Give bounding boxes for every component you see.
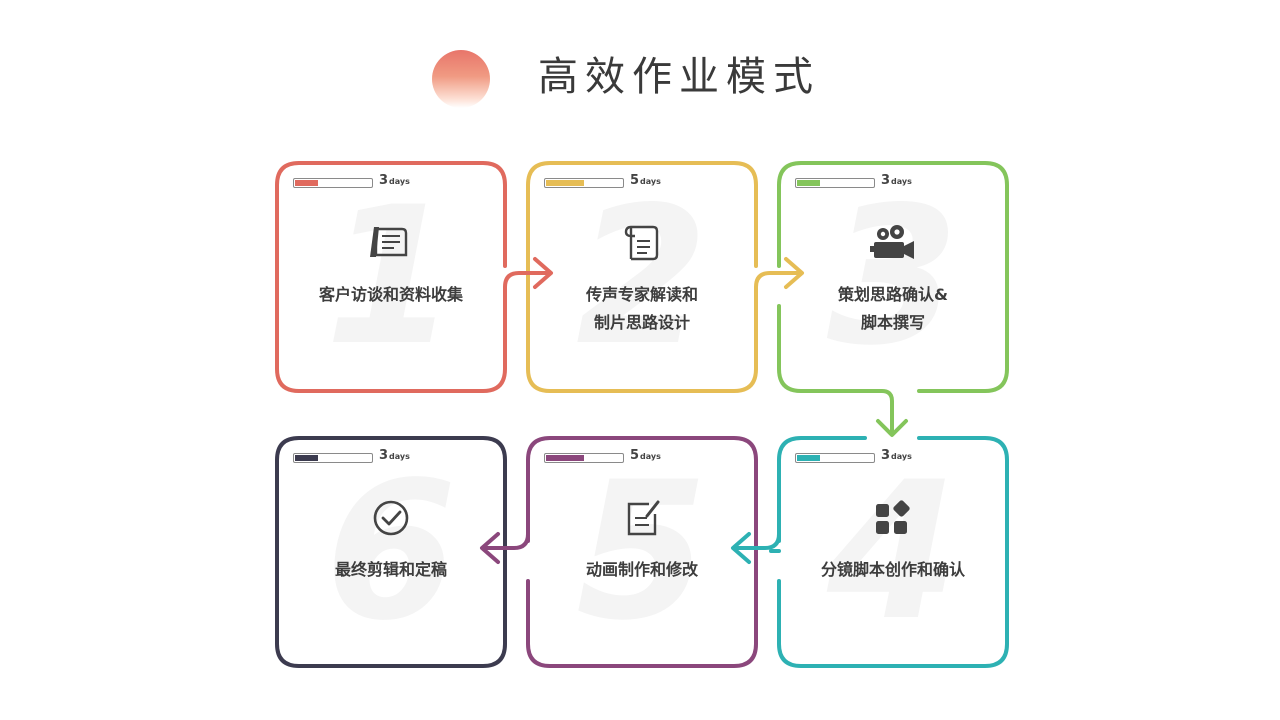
arrow-5-to-6 bbox=[482, 506, 530, 550]
step-6-frame bbox=[275, 436, 507, 668]
arrow-4-to-5 bbox=[733, 506, 781, 550]
duration-unit: days bbox=[640, 177, 661, 186]
duration-progress-fill bbox=[295, 455, 318, 461]
step-3-arrowhead bbox=[876, 419, 908, 437]
step-label: 分镜脚本创作和确认 bbox=[779, 556, 1007, 584]
duration-label: 3days bbox=[379, 448, 410, 463]
video-camera-icon bbox=[868, 223, 918, 263]
duration-value: 3 bbox=[379, 173, 389, 188]
step-label-line: 客户访谈和资料收集 bbox=[318, 285, 463, 304]
duration-progress-bar bbox=[293, 453, 373, 463]
step-number-watermark: 1 bbox=[324, 166, 458, 387]
duration-unit: days bbox=[389, 177, 410, 186]
duration-progress-fill bbox=[295, 180, 318, 186]
duration-value: 3 bbox=[379, 448, 389, 463]
step-number-watermark: 2 bbox=[575, 166, 709, 387]
step-number-watermark: 5 bbox=[575, 441, 709, 662]
step-label-line: 脚本撰写 bbox=[860, 313, 925, 332]
step-4-frame bbox=[777, 436, 1009, 668]
scroll-icon bbox=[617, 223, 667, 263]
step-3-connector bbox=[867, 389, 894, 433]
duration-unit: days bbox=[389, 452, 410, 461]
shapes-icon bbox=[868, 498, 918, 538]
step-label: 客户访谈和资料收集 bbox=[277, 281, 505, 309]
duration-value: 5 bbox=[630, 173, 640, 188]
duration-progress-bar bbox=[544, 178, 624, 188]
duration-value: 5 bbox=[630, 448, 640, 463]
title-circle-decoration bbox=[432, 50, 490, 108]
step-4-frame-top bbox=[777, 436, 867, 543]
page-title: 高效作业模式 bbox=[538, 54, 820, 100]
step-label-line: 最终剪辑和定稿 bbox=[334, 560, 447, 579]
step-3-frame bbox=[777, 304, 871, 393]
duration-unit: days bbox=[640, 452, 661, 461]
step-label: 最终剪辑和定稿 bbox=[277, 556, 505, 584]
duration-progress-fill bbox=[797, 180, 820, 186]
step-label-line: 策划思路确认& bbox=[838, 285, 948, 304]
duration-progress-bar bbox=[795, 178, 875, 188]
arrow-1-to-2-head bbox=[533, 257, 553, 289]
duration-progress-fill bbox=[546, 455, 584, 461]
step-3-frame-top bbox=[777, 161, 1009, 371]
duration-label: 3days bbox=[881, 173, 912, 188]
step-label-line: 动画制作和修改 bbox=[585, 560, 698, 579]
step-number-watermark: 6 bbox=[324, 441, 458, 662]
step-label-line: 传声专家解读和 bbox=[585, 285, 698, 304]
arrow-5-to-6-head bbox=[480, 532, 500, 564]
edit-document-icon bbox=[617, 498, 667, 538]
step-number-watermark: 4 bbox=[826, 441, 960, 662]
step-label: 动画制作和修改 bbox=[528, 556, 756, 584]
step-label-line: 制片思路设计 bbox=[593, 313, 690, 332]
arrow-2-to-3-head bbox=[784, 257, 804, 289]
duration-label: 5days bbox=[630, 448, 661, 463]
duration-value: 3 bbox=[881, 173, 891, 188]
step-label-line: 分镜脚本创作和确认 bbox=[820, 560, 965, 579]
duration-unit: days bbox=[891, 452, 912, 461]
step-3-frame-bottom bbox=[917, 367, 1009, 393]
duration-label: 5days bbox=[630, 173, 661, 188]
duration-progress-bar bbox=[293, 178, 373, 188]
step-label: 策划思路确认&脚本撰写 bbox=[779, 281, 1007, 337]
arrow-2-to-3 bbox=[754, 271, 802, 315]
duration-progress-bar bbox=[544, 453, 624, 463]
duration-label: 3days bbox=[379, 173, 410, 188]
duration-value: 3 bbox=[881, 448, 891, 463]
arrow-4-to-5-head bbox=[731, 532, 751, 564]
duration-progress-fill bbox=[546, 180, 584, 186]
step-1-frame bbox=[275, 161, 507, 393]
pen-document-icon bbox=[366, 223, 416, 263]
duration-progress-fill bbox=[797, 455, 820, 461]
step-5-frame bbox=[526, 436, 758, 668]
step-number-watermark: 3 bbox=[826, 166, 960, 387]
check-circle-icon bbox=[366, 498, 416, 538]
duration-progress-bar bbox=[795, 453, 875, 463]
duration-unit: days bbox=[891, 177, 912, 186]
duration-label: 3days bbox=[881, 448, 912, 463]
arrow-1-to-2 bbox=[503, 271, 551, 315]
step-label: 传声专家解读和制片思路设计 bbox=[528, 281, 756, 337]
step-2-frame bbox=[526, 161, 758, 393]
